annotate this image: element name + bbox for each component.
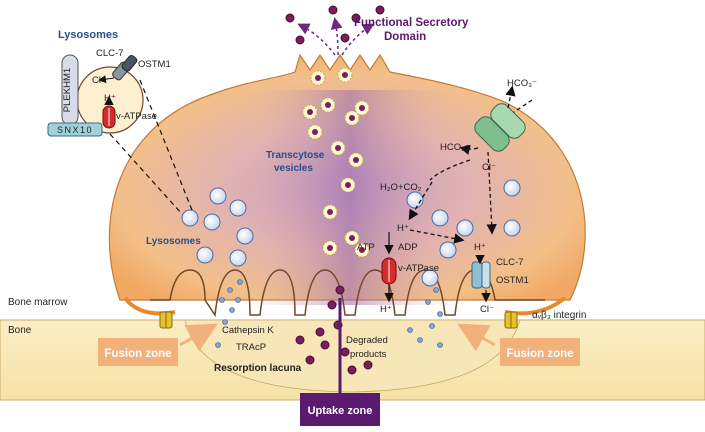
integrin-right (504, 311, 518, 329)
ostm1-top-label: OSTM1 (138, 59, 171, 70)
tracp-label: TRAcP (236, 342, 266, 353)
clc7-membrane (471, 254, 491, 303)
lysosomes-cluster (181, 179, 521, 287)
secretion-arrows (297, 17, 375, 56)
secreted-products (285, 5, 385, 45)
lysosome-inset: PLEKHM1 SNX10 (47, 54, 144, 137)
adp-label: ADP (398, 242, 418, 253)
degraded-line2: products (350, 349, 387, 360)
bone-label: Bone (8, 325, 32, 336)
fusion-zone-right-label: Fusion zone (506, 348, 573, 360)
h-right-label: H⁺ (474, 242, 486, 253)
atp-label: ATP (357, 242, 375, 253)
ion-arrows (408, 85, 533, 244)
degraded-line1: Degraded (346, 335, 388, 346)
vatpase-mid-label: v-ATPase (398, 263, 439, 274)
cl-right-label: Cl⁻ (482, 162, 496, 173)
fusion-zone-left-label: Fusion zone (104, 348, 171, 360)
hco3-in-label: HCO₃⁻ (440, 142, 470, 153)
h-top-label: H⁺ (104, 93, 116, 104)
vesicle-cargo (307, 72, 365, 253)
ruffled-border (150, 269, 545, 318)
vatpase-membrane (381, 232, 397, 303)
integrin-left (159, 311, 173, 329)
ostm1-right-label: OSTM1 (496, 275, 529, 286)
degraded-products (295, 285, 373, 375)
integrin-label: αᵥβ₃ integrin (532, 310, 586, 321)
resorption-label: Resorption lacuna (214, 363, 302, 374)
h2o-co2-label: H₂O+CO₂ (380, 182, 422, 193)
snx10-label: SNX10 (57, 125, 93, 135)
bicarbonate-chloride-exchanger (474, 103, 526, 152)
enzyme-dots (215, 279, 443, 348)
functional-secretory-line1: Functional Secretory (354, 17, 469, 29)
clc7-ostm1-top (112, 55, 138, 81)
clc7-top-label: CLC-7 (96, 48, 123, 59)
lysosomes-cell-label: Lysosomes (146, 236, 201, 247)
cathepsin-label: Cathepsin K (222, 325, 274, 336)
plekhm1-protein: PLEKHM1 (61, 54, 79, 126)
vatpase-top (102, 105, 116, 129)
transcytose-line2: vesicles (274, 163, 313, 174)
uptake-zone: Uptake zone (300, 393, 380, 426)
uptake-zone-label: Uptake zone (308, 405, 373, 417)
snx10-protein: SNX10 (47, 122, 103, 137)
bone-marrow-label: Bone marrow (8, 297, 68, 308)
fusion-zone-left: Fusion zone (98, 338, 178, 366)
transcytose-line1: Transcytose (266, 150, 325, 161)
vatpase-top-label: v-ATPase (116, 111, 157, 122)
clc7-right-label: CLC-7 (496, 257, 523, 268)
fusion-arrows (179, 323, 496, 352)
fusion-zone-right: Fusion zone (500, 338, 580, 366)
plekhm1-label: PLEKHM1 (62, 68, 73, 112)
h-bottom-label: H⁺ (380, 304, 392, 315)
functional-secretory-line2: Domain (384, 31, 426, 43)
cl-top-label: Cl⁻ (92, 75, 106, 86)
hco3-out-label: HCO₃⁻ (507, 78, 537, 89)
lysosomes-top-label: Lysosomes (58, 29, 118, 41)
h-mid-label: H⁺ (397, 223, 409, 234)
cl-bottom-label: Cl⁻ (480, 304, 494, 315)
